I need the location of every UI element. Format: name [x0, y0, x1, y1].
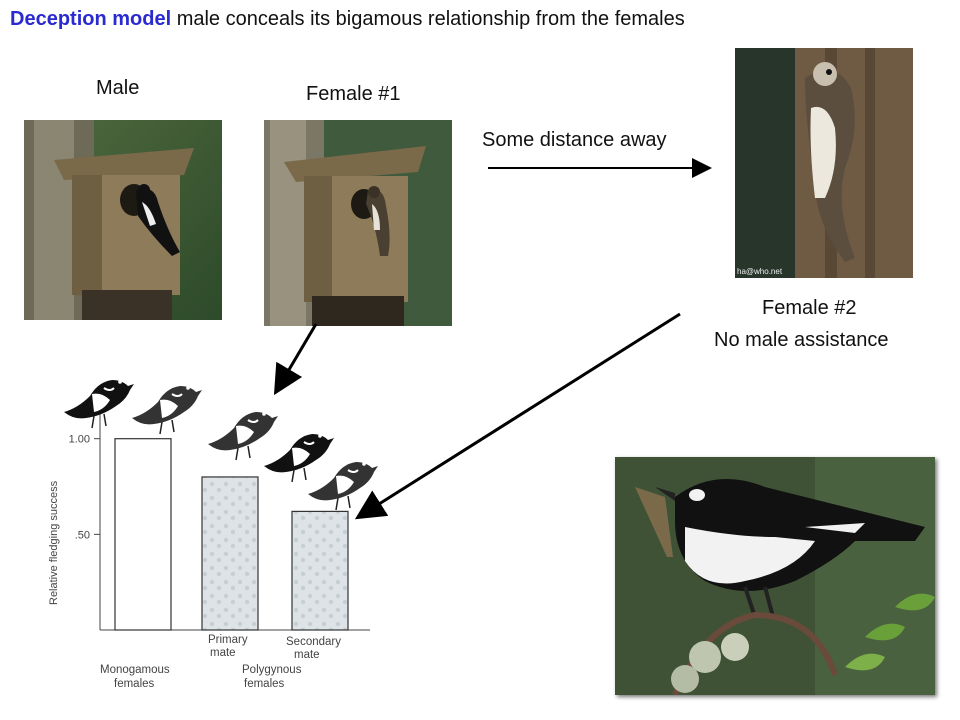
x-label-monogamous-1: Monogamous	[100, 664, 170, 676]
flycatcher-photo-icon	[615, 457, 935, 695]
x-label-polygynous-1: Polygynous	[242, 664, 302, 676]
watermark-text: ha@who.net	[737, 267, 783, 276]
title-rest: male conceals its bigamous relationship …	[176, 8, 685, 30]
no-assistance-label: No male assistance	[714, 329, 889, 351]
bars	[114, 438, 349, 631]
slide-title: Deception model male conceals its bigamo…	[10, 8, 685, 31]
y-axis-label: Relative fledging success	[48, 480, 60, 605]
title-highlight: Deception model	[10, 8, 172, 30]
x-label-secondary-1: Secondary	[286, 636, 341, 648]
flycatcher-bird-icon	[64, 380, 134, 429]
x-label-primary-1: Primary	[208, 634, 248, 646]
female2-tree-photo: ha@who.net	[735, 48, 913, 278]
male-flycatcher-photo	[615, 457, 935, 695]
x-label-primary-2: mate	[210, 647, 236, 659]
x-label-secondary-2: mate	[294, 649, 320, 661]
x-label-monogamous-2: females	[114, 678, 155, 690]
flycatcher-bird-icon	[308, 462, 378, 511]
flycatcher-bird-icon	[132, 386, 202, 435]
male-nestbox-photo	[24, 120, 222, 320]
distance-label: Some distance away	[482, 129, 667, 151]
y-tick-label-0: 1.00	[69, 434, 90, 446]
bar-1	[201, 476, 259, 631]
fledging-chart: Relative fledging success 1.00 .50 Monoga…	[48, 380, 378, 690]
male-label: Male	[96, 77, 140, 99]
female2-label: Female #2	[762, 297, 857, 319]
female1-label: Female #1	[306, 83, 401, 105]
x-label-polygynous-2: females	[244, 678, 285, 690]
nest-box-photo-icon	[24, 120, 222, 320]
y-tick-label-1: .50	[75, 529, 90, 541]
flycatcher-bird-icon	[264, 434, 334, 483]
y-ticks: 1.00 .50	[69, 434, 100, 541]
flycatcher-photo-icon: ha@who.net	[735, 48, 913, 278]
female1-nestbox-photo	[264, 120, 452, 326]
bar-0	[114, 438, 172, 631]
bar-2	[291, 510, 349, 631]
nest-box-photo-icon	[264, 120, 452, 326]
flycatcher-bird-icon	[208, 412, 278, 461]
